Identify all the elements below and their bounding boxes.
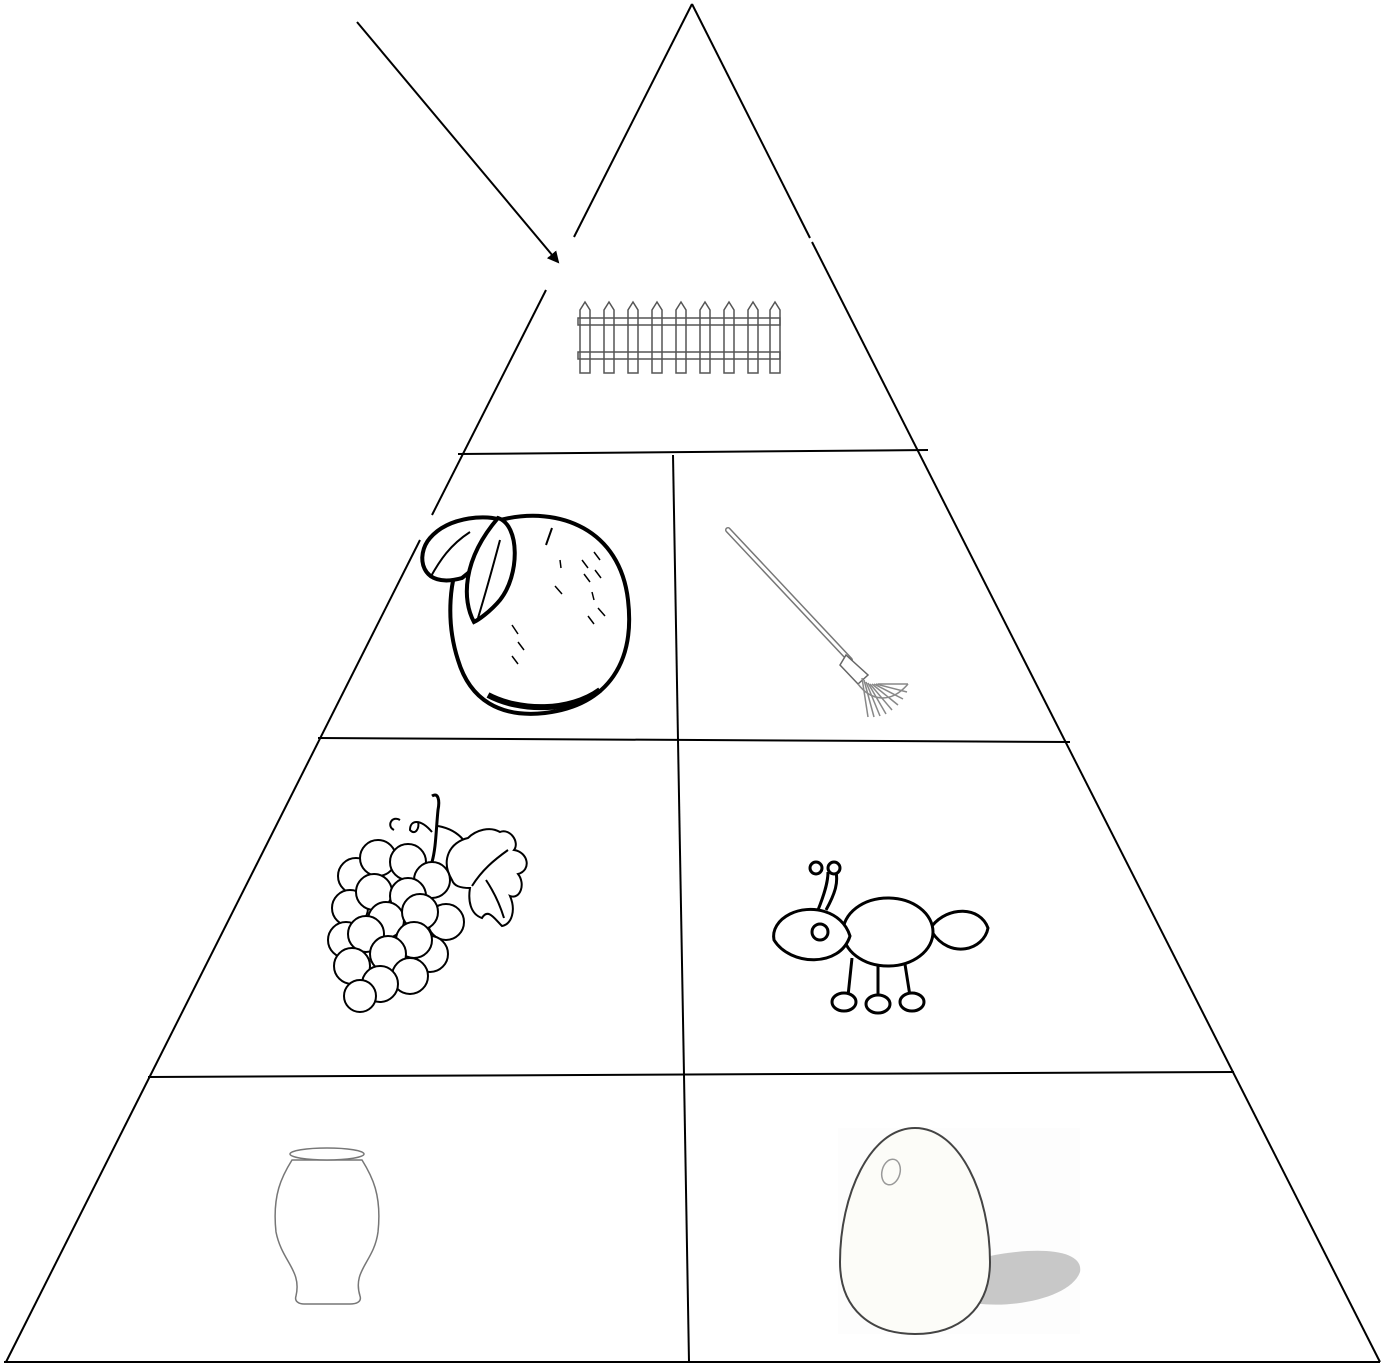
arrow-icon (357, 22, 558, 262)
grapes-icon (328, 795, 527, 1012)
fence-icon (578, 302, 780, 373)
egg-icon (838, 1128, 1080, 1334)
cell-dividers (673, 455, 689, 1362)
rake-icon (728, 530, 908, 717)
ant-icon (774, 862, 988, 1013)
vase-icon (275, 1148, 379, 1304)
level-dividers (148, 450, 1234, 1077)
pyramid-outline (4, 4, 1380, 1362)
peach-icon (422, 516, 629, 714)
